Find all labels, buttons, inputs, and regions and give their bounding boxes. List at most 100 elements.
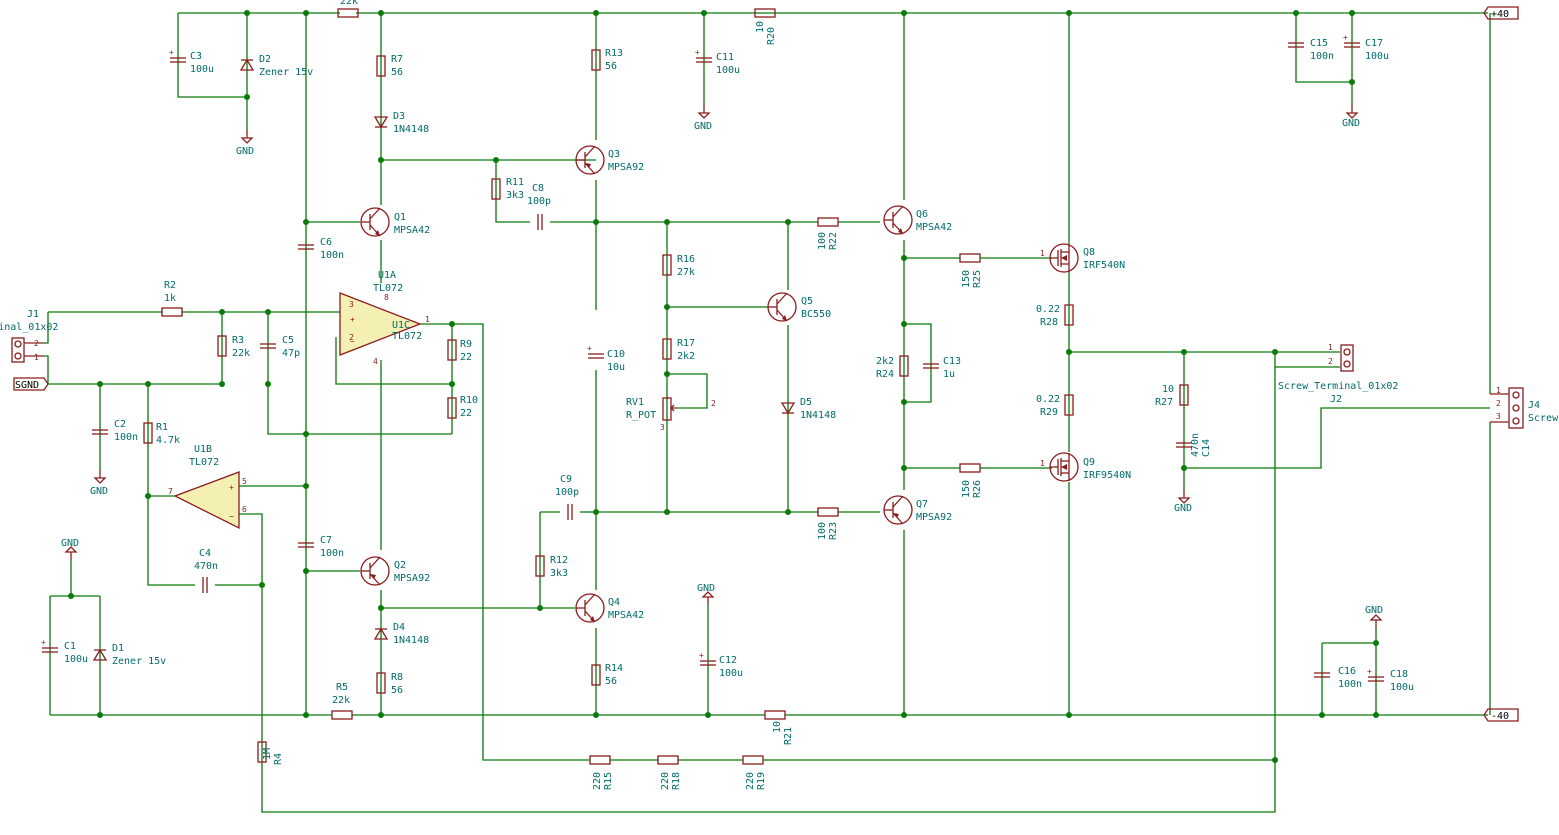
q6-ref: Q6 (916, 209, 928, 220)
r7-value: 56 (391, 67, 403, 78)
r22-ref: R22 (828, 232, 839, 250)
transistor-q7 (883, 495, 913, 525)
c6-value: 100n (320, 250, 344, 261)
gnd-label: GND (90, 486, 108, 497)
svg-text:1: 1 (1040, 459, 1045, 468)
c9-value: 100p (555, 487, 579, 498)
c12-ref: C12 (719, 655, 737, 666)
resistor-r18 (657, 755, 679, 765)
svg-text:-40: -40 (1491, 711, 1509, 722)
d5-value: 1N4148 (800, 410, 836, 421)
r21-ref: R21 (783, 727, 794, 745)
j1-value: Screw_Terminal_01x02 (0, 322, 58, 333)
c7-value: 100n (320, 548, 344, 559)
c16-ref: C16 (1338, 666, 1356, 677)
r28-ref: R28 (1040, 317, 1058, 328)
c15-value: 100n (1310, 51, 1334, 62)
j4-ref: J4 (1528, 400, 1540, 411)
resistor-r26 (959, 463, 981, 473)
r4-value: 1M (262, 748, 273, 760)
r7-ref: R7 (391, 54, 403, 65)
c12-value: 100u (719, 668, 743, 679)
d4-ref: D4 (393, 622, 405, 633)
r5-value: 22k (332, 695, 350, 706)
r20-value: 10 (755, 21, 766, 33)
r11-value: 3k3 (506, 190, 524, 201)
j4-value: Screw (1528, 413, 1559, 424)
r19-ref: R19 (756, 772, 767, 790)
q8-ref: Q8 (1083, 247, 1095, 258)
q7-value: MPSA92 (916, 512, 952, 523)
transistor-q4 (575, 593, 605, 623)
c10-ref: C10 (607, 349, 625, 360)
c1-value: 100u (64, 654, 88, 665)
u1c-value: TL072 (392, 331, 422, 342)
svg-text:8: 8 (384, 293, 389, 302)
r17-ref: R17 (677, 338, 695, 349)
r12-ref: R12 (550, 555, 568, 566)
c14-ref: C14 (1201, 439, 1212, 457)
q4-value: MPSA42 (608, 610, 644, 621)
r3-value: 22k (232, 348, 250, 359)
r24-value: 2k2 (876, 356, 894, 367)
r27-ref: R27 (1155, 397, 1173, 408)
svg-text:1: 1 (425, 315, 430, 324)
q1-ref: Q1 (394, 212, 406, 223)
r16-ref: R16 (677, 254, 695, 265)
r19-value: 220 (745, 772, 756, 790)
r14-ref: R14 (605, 663, 623, 674)
c5-ref: C5 (282, 335, 294, 346)
svg-text:+: + (229, 483, 234, 492)
svg-text:−: − (350, 337, 355, 346)
c5-value: 47p (282, 348, 300, 359)
power-port-pos40: +40 (1483, 6, 1519, 20)
r10-value: 22 (460, 408, 472, 419)
r9-ref: R9 (460, 339, 472, 350)
r21-value: 10 (772, 721, 783, 733)
transistor-q2 (360, 556, 390, 586)
r29-value: 0.22 (1036, 394, 1060, 405)
r17-value: 2k2 (677, 351, 695, 362)
capacitor-c10 (586, 343, 605, 359)
gnd-symbol (241, 129, 253, 144)
r26-ref: R26 (972, 480, 983, 498)
gnd-label: GND (236, 146, 254, 157)
c13-value: 1u (943, 369, 955, 380)
svg-text:+40: +40 (1491, 9, 1509, 20)
c14-value: 470n (1190, 433, 1201, 457)
r12-value: 3k3 (550, 568, 568, 579)
r8-ref: R8 (391, 672, 403, 683)
mosfet-q9 (1049, 452, 1079, 482)
r23-value: 100 (817, 522, 828, 540)
gnd-label: GND (61, 538, 79, 549)
capacitor-c4 (202, 576, 208, 594)
c17-value: 100u (1365, 51, 1389, 62)
u1c-ref: U1C (392, 320, 410, 331)
r16-value: 27k (677, 267, 695, 278)
r22-value: 100 (817, 232, 828, 250)
q5-ref: Q5 (801, 296, 813, 307)
u1b-ref: U1B (194, 444, 212, 455)
q9-value: IRF9540N (1083, 470, 1131, 481)
potentiometer-rv1: 23 (660, 397, 716, 432)
r18-value: 220 (660, 772, 671, 790)
svg-text:1: 1 (1040, 249, 1045, 258)
r27-value: 10 (1162, 384, 1174, 395)
q1-value: MPSA42 (394, 225, 430, 236)
svg-text:1: 1 (1496, 386, 1501, 395)
r28-value: 0.22 (1036, 304, 1060, 315)
connector-j2: 12 (1328, 343, 1354, 372)
transistor-q6 (883, 205, 913, 235)
r2-ref: R2 (164, 280, 176, 291)
r1-value: 4.7k (156, 435, 180, 446)
q3-value: MPSA92 (608, 162, 644, 173)
r23-ref: R23 (828, 522, 839, 540)
opamp-u1a: 32 +− 84 1 (339, 292, 430, 366)
svg-text:3: 3 (349, 300, 354, 309)
svg-text:−: − (229, 512, 234, 521)
r29-ref: R29 (1040, 407, 1058, 418)
r2-value: 1k (164, 293, 176, 304)
q3-ref: Q3 (608, 149, 620, 160)
rv1-ref: RV1 (626, 397, 644, 408)
r10-ref: R10 (460, 395, 478, 406)
